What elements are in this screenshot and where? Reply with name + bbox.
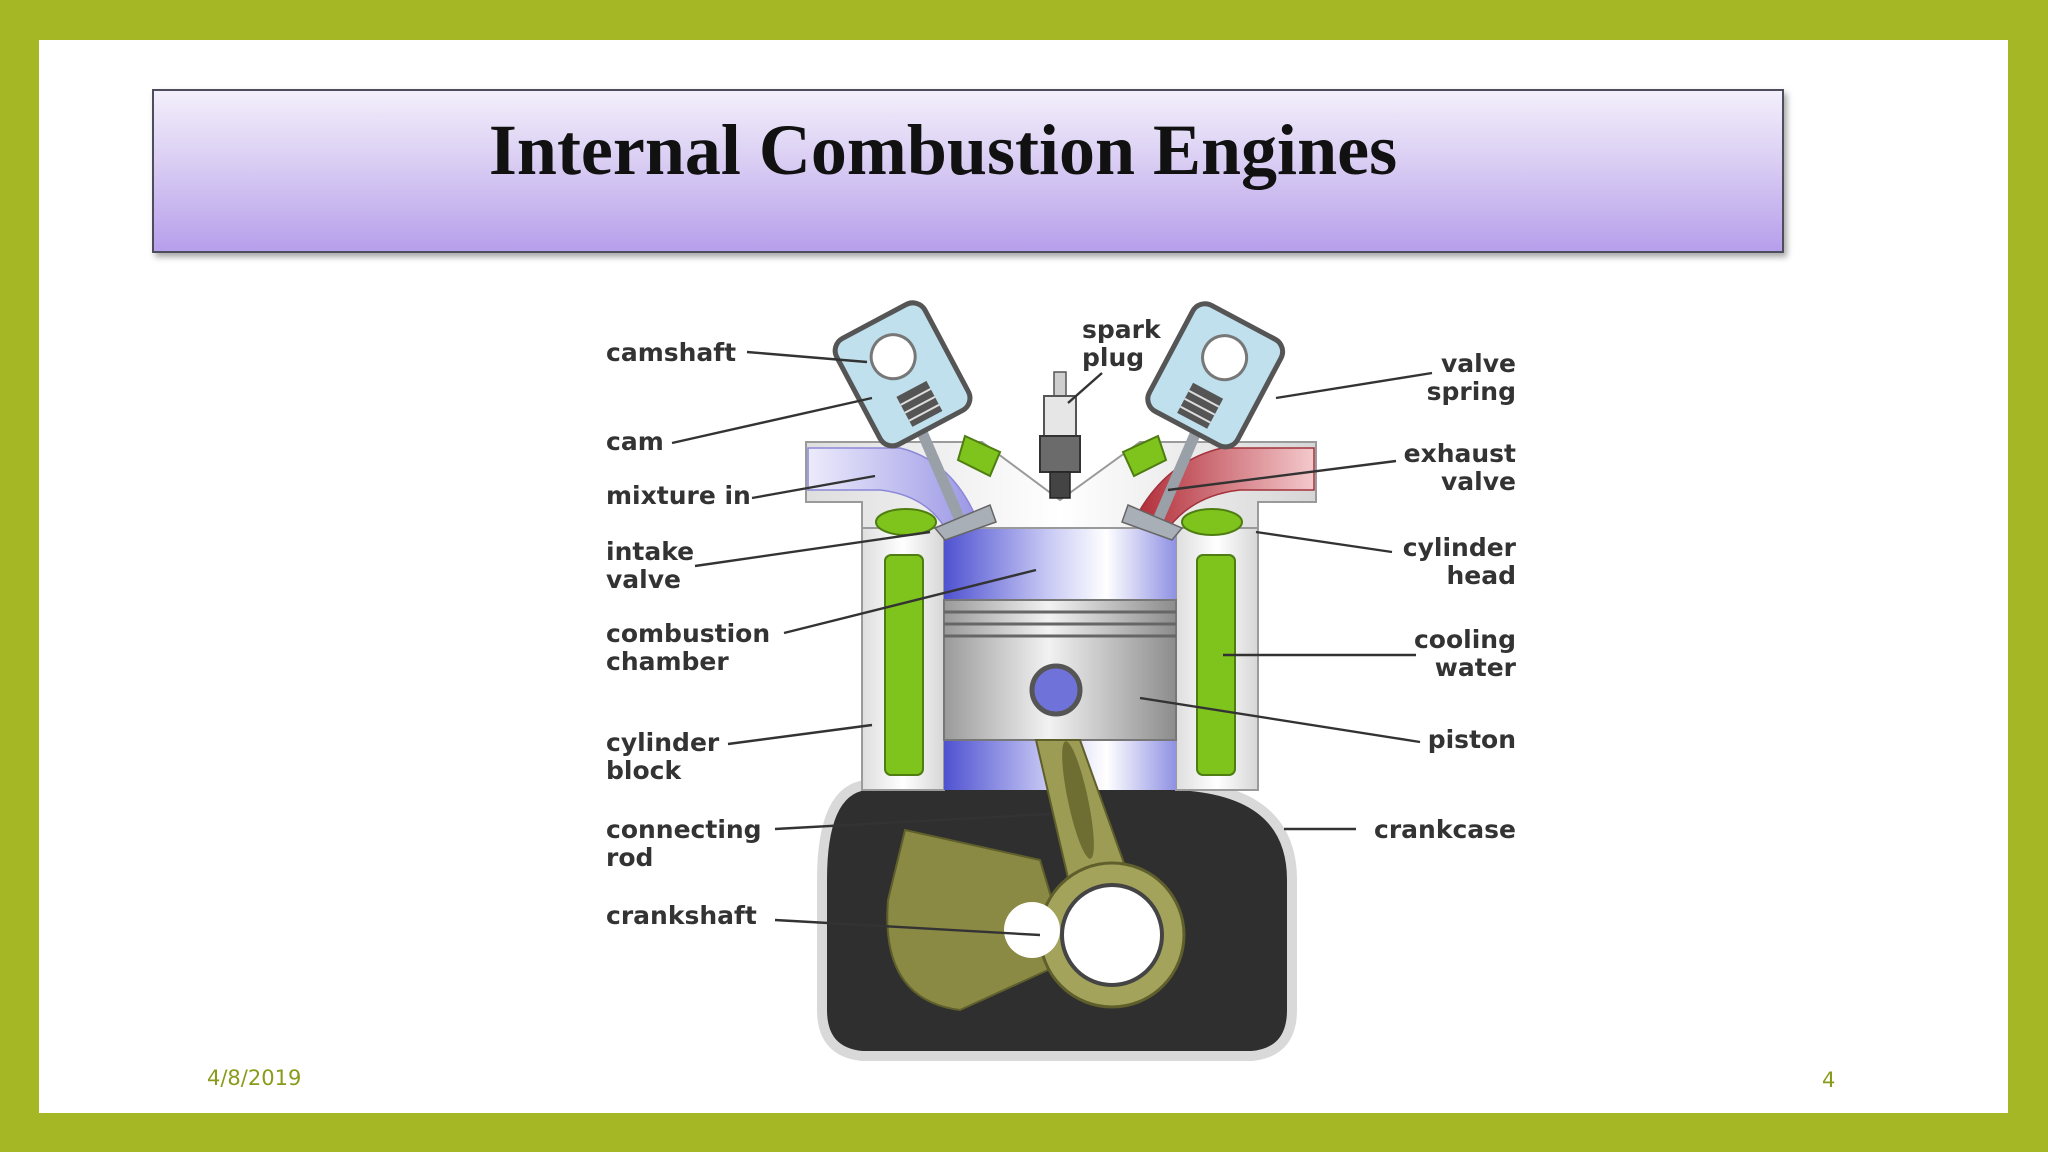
label-combustion-chamber-line1: combustion — [606, 619, 770, 648]
labels-right: valve spring exhaust valve cylinder head… — [1374, 349, 1517, 844]
camshaft-right — [1201, 334, 1249, 382]
exhaust-valve-head — [1121, 503, 1184, 541]
label-cylinder-block-line2: block — [606, 756, 682, 785]
label-spark-plug-line2: plug — [1082, 343, 1144, 372]
label-cam: cam — [606, 427, 664, 456]
slide-title: Internal Combustion Engines — [488, 110, 1398, 190]
intake-valve-head — [933, 504, 997, 541]
label-cooling-water-line2: water — [1435, 653, 1517, 682]
labels-left: camshaft cam mixture in intake valve com… — [606, 338, 770, 930]
cooling-water-right — [1196, 554, 1236, 776]
crankshaft-journal — [1004, 902, 1060, 958]
label-valve-spring-line1: valve — [1441, 349, 1516, 378]
crank-counterweight — [886, 828, 1072, 1012]
camshaft-housing-right — [1145, 301, 1286, 450]
head-coolant-left-top — [956, 434, 1002, 478]
head-coolant-right-top — [1121, 434, 1168, 478]
label-camshaft: camshaft — [606, 338, 736, 367]
footer-date: 4/8/2019 — [207, 1066, 302, 1090]
label-mixture-in: mixture in — [606, 481, 751, 510]
valve-spring-left — [896, 380, 943, 427]
cooling-water-left — [884, 554, 924, 776]
piston-shape — [943, 599, 1177, 741]
leader-lines — [671, 350, 1433, 937]
label-cylinder-block-line1: cylinder — [606, 728, 720, 757]
label-piston: piston — [1428, 725, 1516, 754]
label-connecting-rod-line1: connecting — [606, 815, 762, 844]
label-intake-valve-line1: intake — [606, 537, 694, 566]
labels-top: spark plug — [1082, 315, 1162, 372]
head-coolant-left — [875, 508, 937, 536]
label-combustion-chamber-line2: chamber — [606, 647, 729, 676]
camshaft-housing-left — [832, 300, 973, 449]
label-cooling-water-line1: cooling — [1414, 625, 1516, 654]
label-valve-spring-line2: spring — [1427, 377, 1516, 406]
spark-plug — [1039, 371, 1081, 499]
piston-pin — [1029, 663, 1083, 717]
label-exhaust-valve-line2: valve — [1441, 467, 1516, 496]
label-connecting-rod-line2: rod — [606, 843, 653, 872]
title-banner: Internal Combustion Engines — [152, 89, 1784, 253]
camshaft-left — [869, 333, 917, 381]
head-coolant-right — [1181, 508, 1243, 536]
label-intake-valve-line2: valve — [606, 565, 681, 594]
label-exhaust-valve-line1: exhaust — [1404, 439, 1516, 468]
label-cylinder-head-line2: head — [1446, 561, 1516, 590]
label-cylinder-head-line1: cylinder — [1403, 533, 1517, 562]
label-crankcase: crankcase — [1374, 815, 1516, 844]
footer-page-number: 4 — [1822, 1068, 1836, 1092]
label-spark-plug-line1: spark — [1082, 315, 1162, 344]
label-crankshaft: crankshaft — [606, 901, 757, 930]
